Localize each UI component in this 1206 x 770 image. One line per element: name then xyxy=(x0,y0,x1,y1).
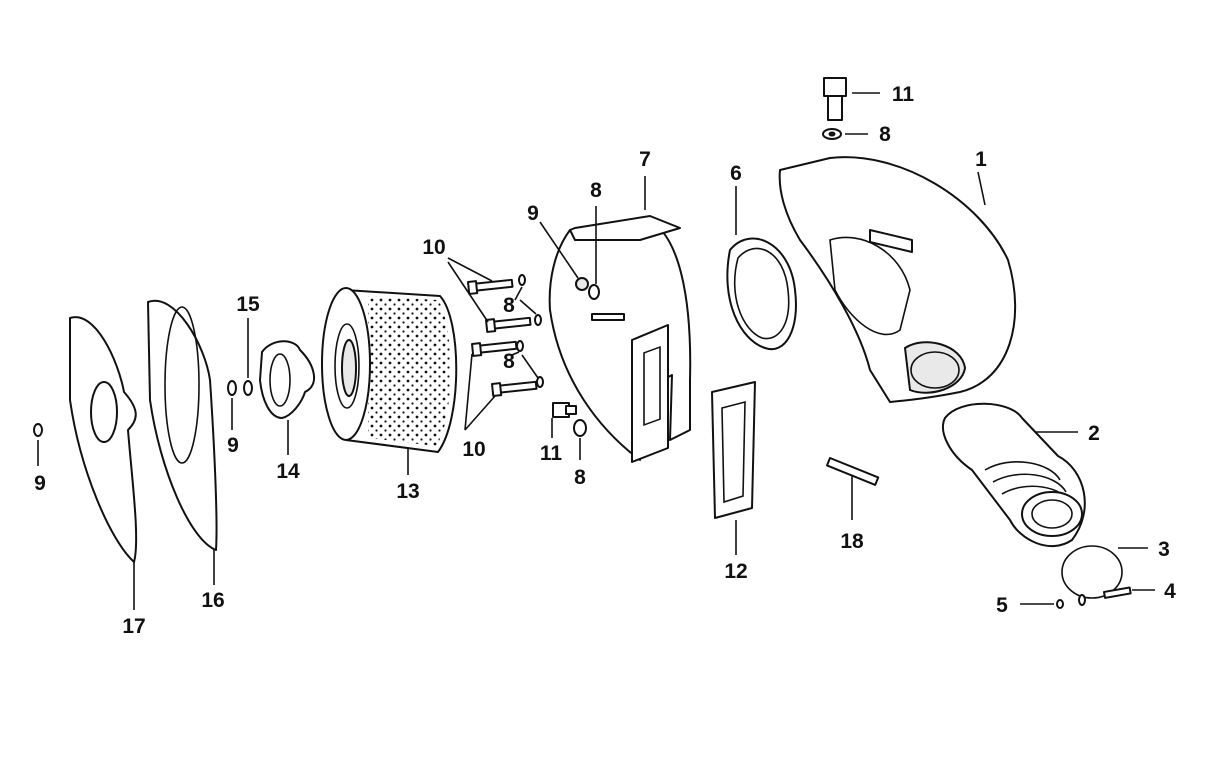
callout-8-bolt-lower: 8 xyxy=(503,350,515,373)
part-3-clamp-ring xyxy=(1061,545,1148,599)
callout-8-screw: 8 xyxy=(574,466,586,489)
part-2-intake-tube xyxy=(942,402,1086,548)
part-18-stud xyxy=(826,456,880,520)
part-11-bolt-top xyxy=(823,77,880,121)
callout-11-lower: 11 xyxy=(540,442,563,465)
callout-14: 14 xyxy=(276,460,300,483)
part-8-washer-lower xyxy=(573,419,587,460)
callout-8-top: 8 xyxy=(879,123,891,146)
callout-5: 5 xyxy=(996,594,1008,617)
callout-9-middle: 9 xyxy=(227,434,239,457)
part-13-filter-cartridge xyxy=(321,287,458,475)
part-17-outer-shield xyxy=(69,316,138,610)
part-15-washer xyxy=(243,318,253,396)
callout-10-lower: 10 xyxy=(462,438,485,461)
part-7-fan-housing xyxy=(539,176,692,463)
part-10-bolts xyxy=(447,257,538,431)
part-11-screw-lower xyxy=(551,402,577,438)
callout-6: 6 xyxy=(730,162,742,185)
callout-9-housing: 9 xyxy=(527,202,539,225)
callout-8-bolt-upper: 8 xyxy=(503,294,515,317)
part-16-gasket-ring xyxy=(147,299,218,585)
callout-labels: 1 2 3 4 5 6 7 8 8 8 8 8 9 9 9 10 10 11 1… xyxy=(34,83,1176,638)
callout-13: 13 xyxy=(396,480,419,503)
callout-1: 1 xyxy=(975,148,987,171)
callout-18: 18 xyxy=(840,530,864,553)
part-14-cover-plate xyxy=(259,340,315,455)
part-4-clamp-screw xyxy=(1103,586,1155,599)
part-6-gasket xyxy=(726,186,797,351)
callout-7: 7 xyxy=(639,148,651,171)
part-8-washers xyxy=(511,274,544,388)
callout-3: 3 xyxy=(1158,538,1170,561)
callout-12: 12 xyxy=(724,560,747,583)
part-8-washer-top xyxy=(822,128,868,140)
part-5-clamp-nut xyxy=(1020,594,1086,609)
callout-16: 16 xyxy=(201,589,224,612)
part-9-nut-left xyxy=(33,423,43,466)
part-9-nut-middle xyxy=(227,380,237,430)
callout-4: 4 xyxy=(1164,580,1176,603)
part-1-outer-housing xyxy=(778,156,1017,403)
callout-17: 17 xyxy=(122,615,145,638)
part-12-flange-gasket xyxy=(711,381,756,555)
callout-2: 2 xyxy=(1088,422,1100,445)
callout-15: 15 xyxy=(236,293,260,316)
callout-8-housing: 8 xyxy=(590,179,602,202)
callout-9-left: 9 xyxy=(34,472,46,495)
callout-11-top: 11 xyxy=(892,83,915,106)
callout-10-upper: 10 xyxy=(422,236,445,259)
